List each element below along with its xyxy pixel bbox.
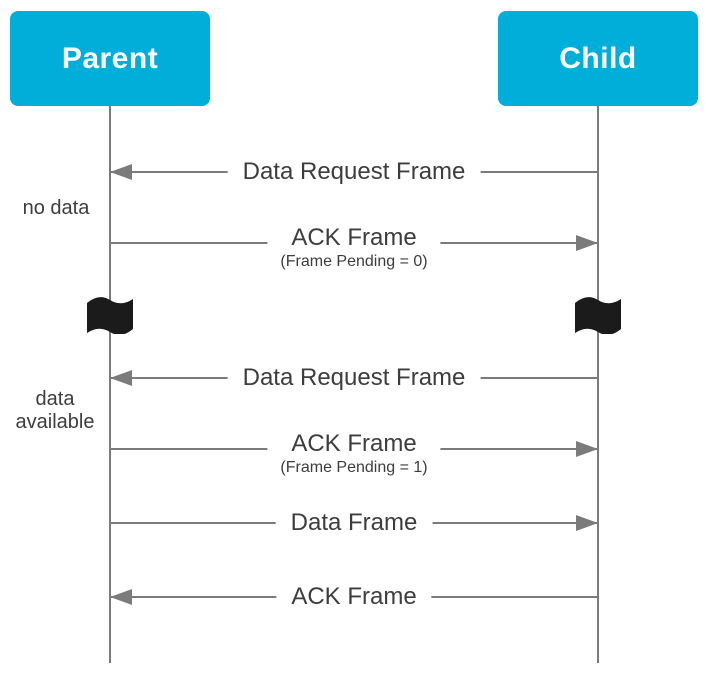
actor-parent-label: Parent	[61, 41, 159, 75]
actor-child-label: Child	[559, 41, 637, 75]
flag-icon	[574, 294, 622, 334]
arrowhead-left-icon	[110, 370, 132, 386]
arrowhead-left-icon	[110, 164, 132, 180]
message-label: Data Frame	[275, 509, 433, 537]
flag-icon	[86, 294, 134, 334]
message-label: ACK Frame	[291, 430, 417, 457]
message-arrow: Data Frame	[110, 509, 598, 537]
message-arrow: ACK Frame (Frame Pending = 1)	[110, 430, 598, 477]
message-sublabel: (Frame Pending = 1)	[280, 459, 428, 476]
child-lifeline	[597, 106, 599, 663]
side-label-no-data: no data	[22, 197, 90, 219]
message-sublabel: (Frame Pending = 0)	[280, 253, 428, 270]
arrowhead-right-icon	[576, 235, 598, 251]
message-label: Data Request Frame	[227, 364, 481, 392]
arrowhead-right-icon	[576, 515, 598, 531]
message-label: Data Request Frame	[227, 158, 481, 186]
message-label-group: ACK Frame (Frame Pending = 1)	[267, 430, 441, 477]
message-arrow: ACK Frame (Frame Pending = 0)	[110, 224, 598, 271]
side-label-data-available: data available	[15, 388, 95, 433]
message-arrow: ACK Frame	[110, 583, 598, 611]
message-arrow: Data Request Frame	[110, 364, 598, 392]
message-label-group: ACK Frame (Frame Pending = 0)	[267, 224, 441, 271]
arrowhead-left-icon	[110, 589, 132, 605]
actor-parent-box: Parent	[10, 11, 210, 106]
message-label: ACK Frame	[291, 224, 417, 251]
message-label: ACK Frame	[276, 583, 432, 611]
arrowhead-right-icon	[576, 441, 598, 457]
message-arrow: Data Request Frame	[110, 158, 598, 186]
actor-child-box: Child	[498, 11, 698, 106]
